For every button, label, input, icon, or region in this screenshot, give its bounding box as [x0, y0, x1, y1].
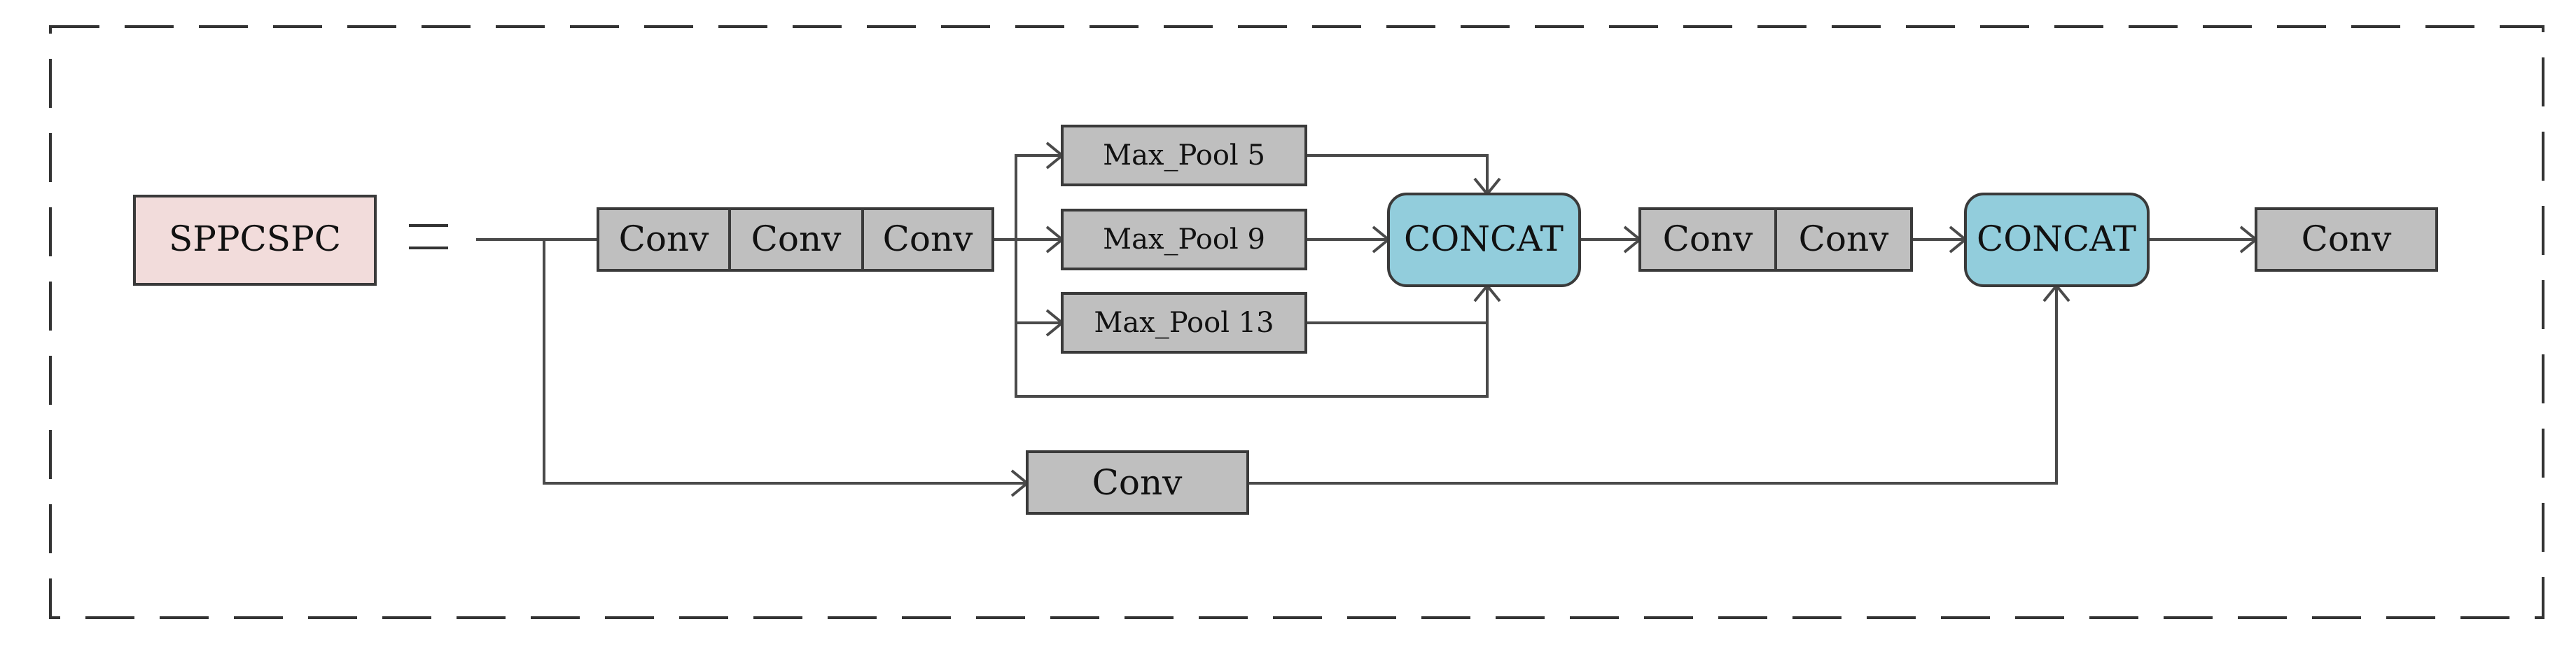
concat-block-1: CONCAT	[1387, 193, 1581, 287]
max-pool-5: Max_Pool 5	[1061, 125, 1307, 186]
conv-block-2: Conv	[728, 207, 864, 272]
shortcut-conv-label: Conv	[1092, 462, 1183, 503]
conv-stack-1: Conv Conv Conv	[597, 207, 994, 272]
concat-label-2: CONCAT	[1977, 219, 2136, 259]
equals-sign	[409, 224, 448, 249]
post-conv-label-1: Conv	[1663, 219, 1754, 259]
output-conv-label: Conv	[2302, 219, 2393, 259]
post-conv-label-2: Conv	[1799, 219, 1890, 259]
post-conv-block-1: Conv	[1638, 207, 1777, 272]
conv-block-1: Conv	[597, 207, 731, 272]
shortcut-conv-block: Conv	[1026, 450, 1249, 515]
wire-pool-5-out	[1306, 154, 1489, 193]
wire-to-pool-13	[1015, 240, 1061, 324]
post-conv-block-2: Conv	[1774, 207, 1913, 272]
conv-block-3: Conv	[861, 207, 994, 272]
conv-label-2: Conv	[751, 219, 842, 259]
concat-label-1: CONCAT	[1404, 219, 1564, 259]
wire-shortcut	[543, 240, 1026, 485]
dashed-frame	[49, 25, 2544, 619]
module-name-block: SPPCSPC	[133, 195, 377, 286]
concat-block-2: CONCAT	[1964, 193, 2150, 287]
connection-wires	[476, 154, 2255, 485]
max-pool-9-label: Max_Pool 9	[1103, 223, 1265, 256]
conv-label-3: Conv	[883, 219, 974, 259]
max-pool-9: Max_Pool 9	[1061, 209, 1307, 270]
max-pool-13: Max_Pool 13	[1061, 292, 1307, 354]
conv-stack-2: Conv Conv	[1638, 207, 1913, 272]
conv-label-1: Conv	[619, 219, 710, 259]
module-name: SPPCSPC	[169, 219, 341, 259]
wire-to-pool-5	[1015, 154, 1061, 240]
wire-identity	[1015, 287, 1489, 398]
wire-shortcut-out	[1248, 287, 2058, 485]
max-pool-5-label: Max_Pool 5	[1103, 139, 1265, 172]
max-pool-13-label: Max_Pool 13	[1094, 307, 1274, 339]
output-conv-block: Conv	[2255, 207, 2438, 272]
